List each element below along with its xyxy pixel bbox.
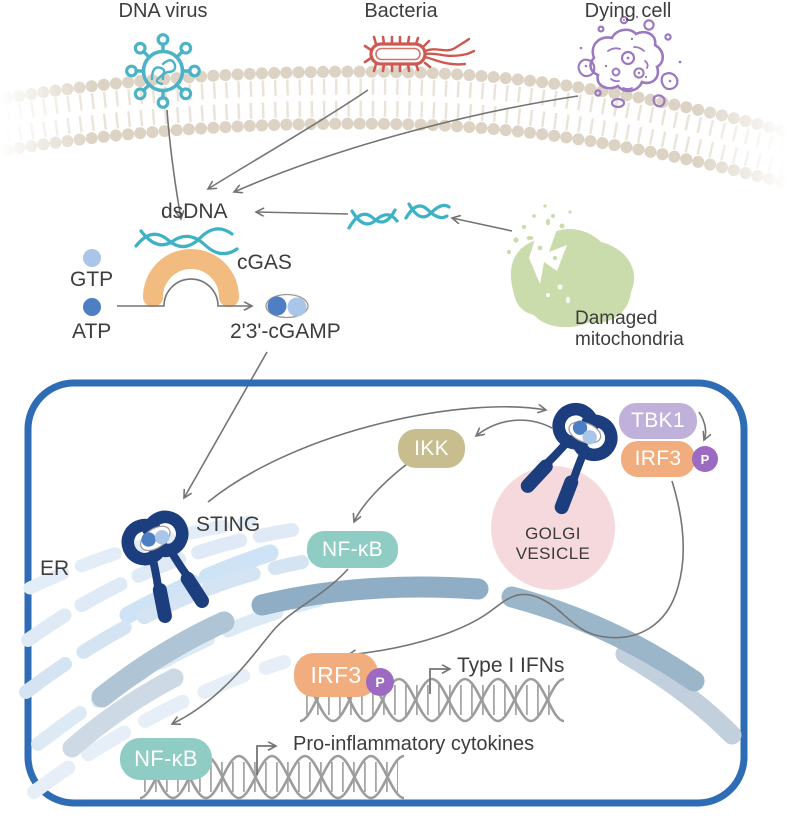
atp-label: ATP bbox=[72, 320, 112, 343]
golgi-vesicle-circle bbox=[491, 466, 615, 590]
type1-ifns-label: Type I IFNs bbox=[457, 654, 565, 677]
arrow-atp-to-cgamp bbox=[117, 278, 252, 306]
ikk-node: IKK bbox=[398, 429, 465, 468]
nucleus-phospho-badge: P bbox=[366, 668, 394, 696]
arrow-virus-to-dsdna bbox=[166, 109, 181, 219]
arrow-irf3-to-nucleus bbox=[348, 480, 685, 655]
arrow-transcription-cytokines bbox=[256, 746, 276, 775]
damaged-mitochondria-line1: Damaged bbox=[575, 308, 658, 329]
plasma-membrane bbox=[0, 60, 788, 230]
cgas-enzyme bbox=[143, 249, 239, 307]
atp-molecule bbox=[83, 298, 101, 316]
bacteria-icon bbox=[363, 35, 476, 73]
er-label: ER bbox=[40, 557, 70, 580]
tbk1-node: TBK1 bbox=[619, 403, 697, 439]
arrow-tbk1-to-phospho bbox=[698, 411, 706, 440]
golgi-label-line1: GOLGI bbox=[525, 523, 581, 543]
dsdna-strands bbox=[134, 202, 451, 256]
gtp-label: GTP bbox=[70, 268, 114, 291]
damaged-mitochondria bbox=[506, 204, 635, 328]
golgi-label-line2: VESICLE bbox=[515, 544, 591, 563]
gtp-molecule bbox=[83, 249, 101, 267]
golgi-vesicle-label: GOLGI VESICLE bbox=[491, 482, 615, 606]
nucleus-irf3-node: IRF3 bbox=[294, 653, 378, 697]
dna-virus-label: DNA virus bbox=[118, 0, 208, 22]
sting-label: STING bbox=[196, 513, 261, 536]
dsdna-label: dsDNA bbox=[161, 200, 228, 223]
cgamp-label: 2'3'-cGAMP bbox=[230, 320, 341, 343]
arrow-mito-to-mtdna bbox=[452, 218, 513, 232]
cgamp-molecule bbox=[265, 293, 309, 319]
nucleus-nfkb-node: NF-κB bbox=[120, 738, 212, 780]
bacteria-label: Bacteria bbox=[364, 0, 438, 22]
nfkb-node: NF-κB bbox=[307, 531, 398, 568]
arrow-transcription-ifns bbox=[429, 669, 450, 694]
arrow-ikk-to-nfkb bbox=[354, 463, 408, 522]
damaged-mitochondria-line2: mitochondria bbox=[575, 329, 684, 351]
arrow-dyingcell-to-dsdna bbox=[234, 95, 579, 192]
dying-cell-icon bbox=[577, 15, 682, 109]
arrow-sting-traffic-to-golgi bbox=[207, 407, 546, 503]
arrow-bacteria-to-dsdna bbox=[208, 89, 369, 189]
nuclear-envelope bbox=[62, 576, 742, 758]
dying-cell-label: Dying cell bbox=[584, 0, 672, 22]
damaged-mitochondria-label: Damaged mitochondria bbox=[575, 308, 684, 351]
arrow-cgamp-to-sting bbox=[184, 351, 268, 498]
arrow-sting-to-ikk bbox=[476, 419, 553, 436]
proinflammatory-label: Pro-inflammatory cytokines bbox=[293, 733, 535, 755]
dna-virus-icon bbox=[125, 33, 201, 109]
phospho-badge: P bbox=[692, 446, 718, 472]
arrow-mtdna-to-dsdna bbox=[256, 212, 349, 214]
irf3-node: IRF3 bbox=[621, 441, 695, 477]
arrow-nfkb-to-nucleus bbox=[172, 568, 349, 724]
cgas-label: cGAS bbox=[237, 251, 292, 274]
